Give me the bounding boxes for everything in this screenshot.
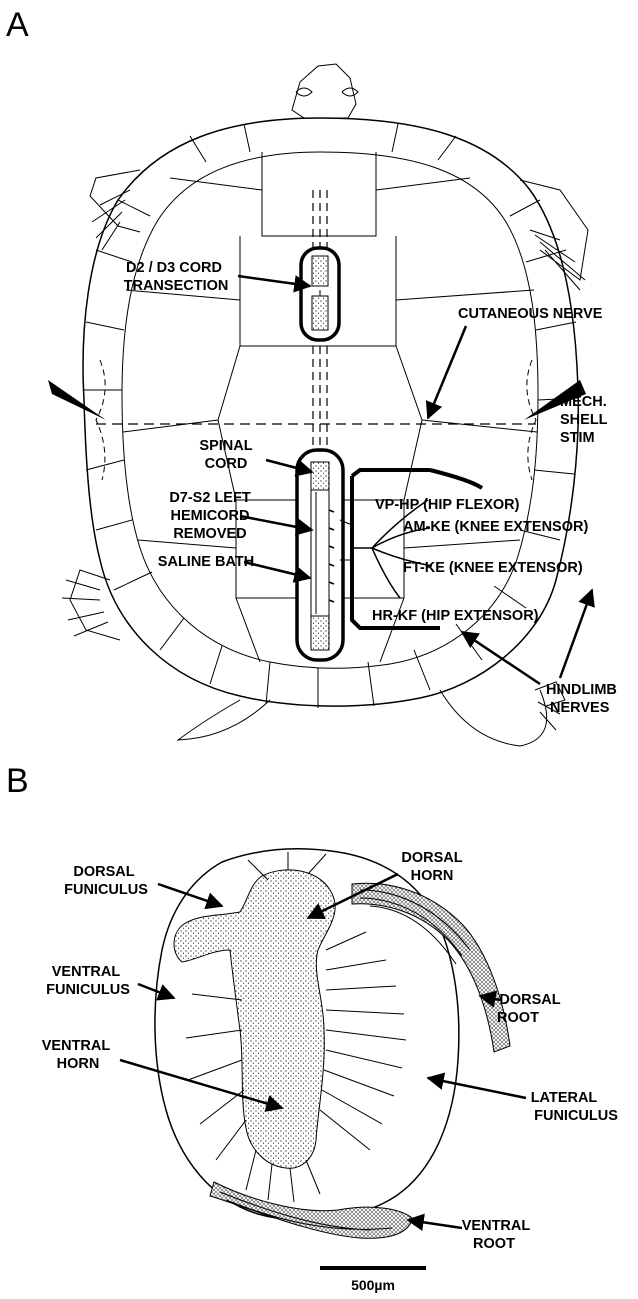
label-spinal-line1: SPINAL xyxy=(199,438,252,454)
label-transection-line1: D2 / D3 CORD xyxy=(126,260,222,276)
arrow-transection xyxy=(238,276,310,286)
label-lateral-funiculus-line1: LATERAL xyxy=(531,1090,598,1106)
label-dorsal-horn-line2: HORN xyxy=(411,868,454,884)
saline-bath-chamber xyxy=(297,450,343,660)
label-lateral-funiculus-line2: FUNICULUS xyxy=(534,1108,618,1124)
label-hr-kf: HR-KF (HIP EXTENSOR) xyxy=(372,608,539,624)
arrow-hindlimb-2 xyxy=(560,590,592,678)
arrow-dorsal-funiculus xyxy=(158,884,222,906)
label-cutaneous-nerve: CUTANEOUS NERVE xyxy=(458,306,603,322)
label-ventral-funiculus-line2: FUNICULUS xyxy=(46,982,130,998)
arrow-hindlimb-1 xyxy=(462,632,540,684)
label-ventral-horn-line1: VENTRAL xyxy=(42,1038,111,1054)
label-ventral-funiculus-line1: VENTRAL xyxy=(52,964,121,980)
label-ventral-horn-line2: HORN xyxy=(57,1056,100,1072)
label-ft-ke: FT-KE (KNEE EXTENSOR) xyxy=(403,560,583,576)
label-dorsal-root-line1: DORSAL xyxy=(499,992,560,1008)
arrow-ventral-root xyxy=(408,1220,462,1228)
label-mech-line2: SHELL xyxy=(560,412,608,428)
label-transection-line2: TRANSECTION xyxy=(124,278,229,294)
label-hemicord-line3: REMOVED xyxy=(173,526,246,542)
transection-chamber xyxy=(301,248,339,340)
label-hemicord-line2: HEMICORD xyxy=(171,508,250,524)
arrow-lateral-funiculus xyxy=(428,1078,526,1098)
panel-b-letter: B xyxy=(6,762,29,800)
hindlimb-nerve-bundle xyxy=(340,470,482,628)
label-hemicord-line1: D7-S2 LEFT xyxy=(169,490,251,506)
label-ventral-root-line2: ROOT xyxy=(473,1236,515,1252)
arrow-cutaneous xyxy=(428,326,466,418)
label-hindlimb-line2: NERVES xyxy=(550,700,610,716)
label-mech-line3: STIM xyxy=(560,430,595,446)
label-vp-hp: VP-HP (HIP FLEXOR) xyxy=(375,497,520,513)
label-dorsal-root-line2: ROOT xyxy=(497,1010,539,1026)
label-ventral-root-line1: VENTRAL xyxy=(462,1218,531,1234)
label-mech-line1: MECH. xyxy=(560,394,607,410)
label-dorsal-funiculus-line2: FUNICULUS xyxy=(64,882,148,898)
label-dorsal-horn-line1: DORSAL xyxy=(401,850,462,866)
label-dorsal-funiculus-line1: DORSAL xyxy=(73,864,134,880)
scale-bar-label: 500µm xyxy=(351,1277,395,1293)
label-am-ke: AM-KE (KNEE EXTENSOR) xyxy=(403,519,588,535)
panel-a-letter: A xyxy=(6,6,29,44)
label-hindlimb-line1: HINDLIMB xyxy=(546,682,617,698)
label-spinal-line2: CORD xyxy=(205,456,248,472)
label-saline-bath: SALINE BATH xyxy=(158,554,254,570)
